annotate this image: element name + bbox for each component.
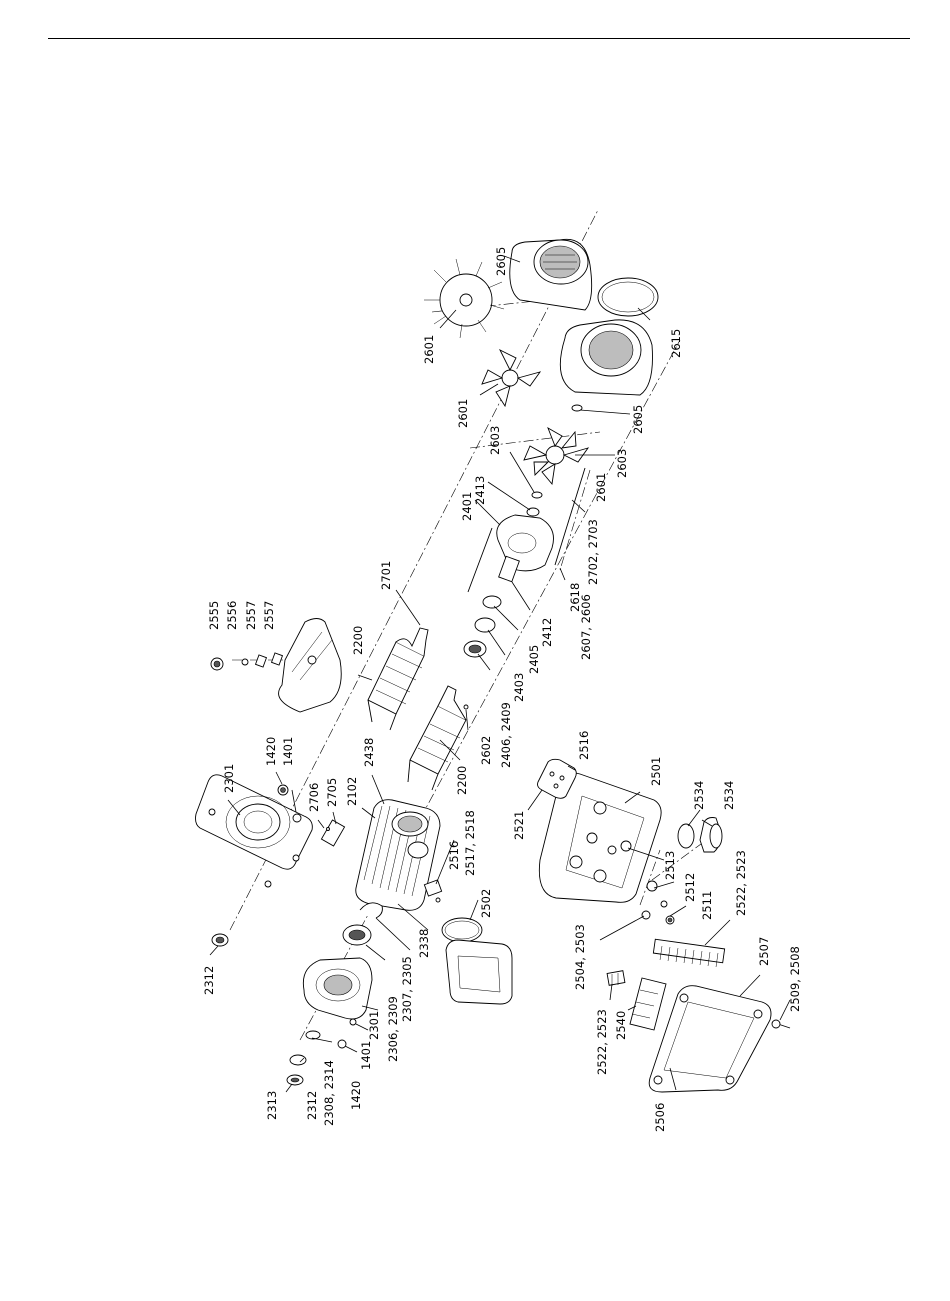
label-2521: 2521 bbox=[512, 811, 526, 840]
cover-plate-2615 bbox=[597, 277, 659, 317]
label-2522-2523-second: 2522, 2523 bbox=[595, 1009, 609, 1075]
label-2618: 2618 bbox=[568, 583, 582, 612]
label-2705: 2705 bbox=[325, 778, 339, 807]
label-2504-2503: 2504, 2503 bbox=[573, 924, 587, 990]
shaft-seal-bearing-parts bbox=[463, 555, 520, 710]
label-2307-2305: 2307, 2305 bbox=[400, 956, 414, 1022]
label-2615: 2615 bbox=[669, 329, 683, 358]
rotor-lower bbox=[407, 685, 467, 791]
label-2534-first: 2534 bbox=[692, 781, 706, 810]
label-2313: 2313 bbox=[265, 1091, 279, 1120]
label-1401-lower: 1401 bbox=[359, 1041, 373, 1070]
terminal-block-2516 bbox=[537, 758, 577, 799]
label-2200-lower: 2200 bbox=[455, 766, 469, 795]
label-2506: 2506 bbox=[653, 1103, 667, 1132]
label-2509-2508: 2509, 2508 bbox=[788, 946, 802, 1012]
bearing-2306 bbox=[342, 924, 372, 946]
small-fittings-2511-2513 bbox=[620, 840, 675, 925]
label-2401: 2401 bbox=[460, 492, 474, 521]
screw-2509 bbox=[771, 1019, 791, 1029]
label-2702-2703: 2702, 2703 bbox=[586, 519, 600, 585]
fan-cover-upper bbox=[509, 238, 593, 311]
label-2406-2409: 2406, 2409 bbox=[499, 702, 513, 768]
label-2511: 2511 bbox=[700, 891, 714, 920]
label-2601-lower: 2601 bbox=[594, 473, 608, 502]
connector-2522b bbox=[606, 970, 626, 986]
label-2522-2523-first: 2522, 2523 bbox=[734, 850, 748, 916]
terminal-box-lower bbox=[445, 939, 513, 1005]
label-2517-2518: 2517, 2518 bbox=[463, 810, 477, 876]
label-1401-upper: 1401 bbox=[281, 737, 295, 766]
terminal-block-2516-small bbox=[423, 879, 443, 903]
terminal-box-2501 bbox=[538, 772, 662, 903]
terminal-strip-2522 bbox=[652, 938, 726, 968]
label-2601-upper: 2601 bbox=[422, 335, 436, 364]
label-2556: 2556 bbox=[225, 601, 239, 630]
label-2308-2314: 2308, 2314 bbox=[322, 1060, 336, 1126]
label-1420-lower: 1420 bbox=[349, 1081, 363, 1110]
label-2306-2309: 2306, 2309 bbox=[386, 996, 400, 1062]
bolts-upper bbox=[277, 784, 302, 823]
gland-2534 bbox=[677, 817, 723, 853]
end-shield-2401 bbox=[467, 467, 586, 593]
rotor-upper bbox=[367, 627, 429, 731]
label-2438: 2438 bbox=[362, 738, 376, 767]
label-2516: 2516 bbox=[577, 731, 591, 760]
fan-cooling-lower bbox=[523, 426, 590, 486]
top-rule bbox=[48, 38, 910, 39]
cable-gland-parts-top bbox=[210, 652, 284, 671]
label-2516-small: 2516 bbox=[447, 841, 461, 870]
label-2706: 2706 bbox=[307, 783, 321, 812]
label-2403: 2403 bbox=[512, 673, 526, 702]
label-2512: 2512 bbox=[683, 873, 697, 902]
label-2501: 2501 bbox=[649, 757, 663, 786]
label-2701: 2701 bbox=[379, 561, 393, 590]
label-2513: 2513 bbox=[663, 851, 677, 880]
label-2603-upper: 2603 bbox=[488, 426, 502, 455]
label-2312-lower: 2312 bbox=[305, 1091, 319, 1120]
label-2413: 2413 bbox=[473, 476, 487, 505]
label-2200-upper: 2200 bbox=[351, 626, 365, 655]
label-2557-second: 2557 bbox=[262, 601, 276, 630]
label-2405: 2405 bbox=[527, 645, 541, 674]
label-1420-upper: 1420 bbox=[264, 737, 278, 766]
label-2555: 2555 bbox=[207, 601, 221, 630]
seal-parts-lower bbox=[211, 933, 357, 1086]
label-2312-upper: 2312 bbox=[202, 966, 216, 995]
terminal-cover-2506 bbox=[648, 985, 772, 1093]
label-2507: 2507 bbox=[757, 937, 771, 966]
o-ring-2502 bbox=[441, 917, 483, 943]
fan-cooling-middle bbox=[481, 348, 542, 408]
flange-upper-2301 bbox=[195, 774, 313, 888]
label-2557-first: 2557 bbox=[244, 601, 258, 630]
label-2502: 2502 bbox=[479, 889, 493, 918]
label-2605-lower: 2605 bbox=[631, 405, 645, 434]
label-2534-second: 2534 bbox=[722, 781, 736, 810]
nameplate-2705 bbox=[320, 819, 346, 847]
label-2412: 2412 bbox=[540, 618, 554, 647]
label-2603-lower: 2603 bbox=[615, 449, 629, 478]
stator-housing-2102 bbox=[355, 799, 441, 911]
label-2301-upper: 2301 bbox=[222, 764, 236, 793]
label-2102: 2102 bbox=[345, 777, 359, 806]
label-2601-middle: 2601 bbox=[456, 399, 470, 428]
label-2605-upper: 2605 bbox=[494, 247, 508, 276]
flange-lower-2301 bbox=[302, 957, 373, 1020]
leader-lines bbox=[209, 255, 791, 1093]
fan-cover-lower bbox=[559, 319, 653, 396]
part-labels: 2605 2601 2615 2601 2605 2603 2603 2601 … bbox=[202, 247, 802, 1132]
label-2607-2606: 2607, 2606 bbox=[579, 594, 593, 660]
label-2540: 2540 bbox=[614, 1011, 628, 1040]
label-2301-lower: 2301 bbox=[367, 1011, 381, 1040]
label-2602: 2602 bbox=[479, 736, 493, 765]
fan-cooling-upper bbox=[424, 258, 505, 339]
terminal-cover-top bbox=[278, 618, 342, 713]
snap-ring-2307 bbox=[359, 902, 383, 919]
label-2338: 2338 bbox=[417, 929, 431, 958]
terminal-module-2540 bbox=[629, 977, 667, 1031]
